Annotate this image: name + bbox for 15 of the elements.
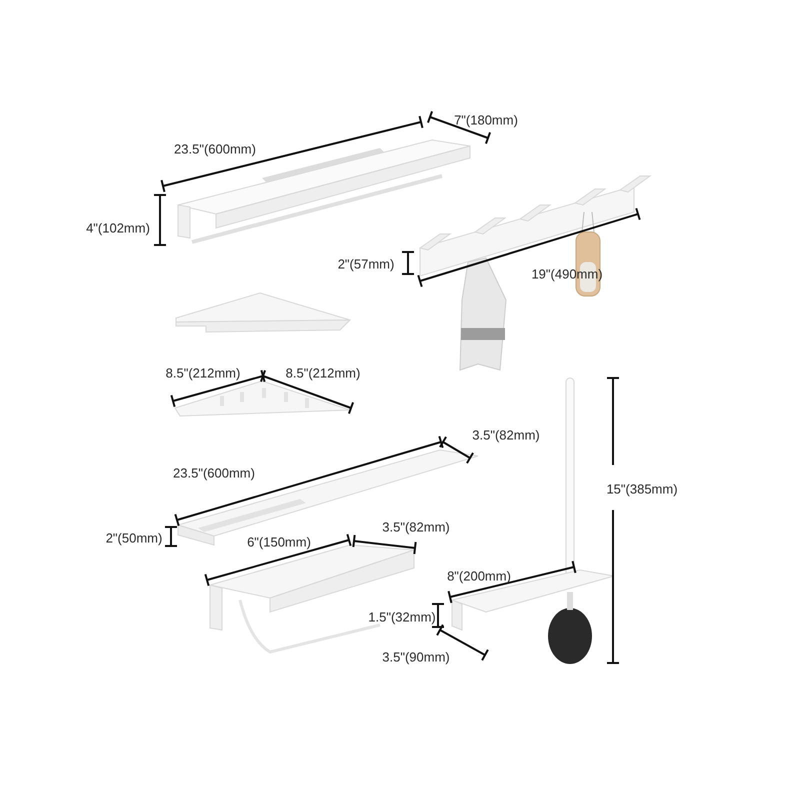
dimension-label: 2"(57mm) — [338, 258, 394, 270]
dimension-label: 7"(180mm) — [454, 114, 518, 126]
dimension-label: 8"(200mm) — [447, 570, 511, 582]
dimension-label: 8.5"(212mm) — [286, 366, 360, 380]
dimension-label: 23.5"(600mm) — [174, 142, 256, 156]
dimension-label: 2"(50mm) — [106, 532, 162, 544]
dimension-label: 3.5"(90mm) — [382, 650, 450, 664]
dimension-label: 1.5"(32mm) — [368, 610, 436, 624]
dimension-label: 3.5"(82mm) — [472, 428, 540, 442]
dimension-label: 23.5"(600mm) — [173, 466, 255, 480]
dimension-label: 4"(102mm) — [86, 222, 150, 234]
dimension-label: 6"(150mm) — [247, 536, 311, 548]
dimension-label: 15"(385mm) — [606, 482, 678, 496]
dimension-label: 8.5"(212mm) — [166, 366, 240, 380]
dimension-label: 3.5"(82mm) — [382, 520, 450, 534]
